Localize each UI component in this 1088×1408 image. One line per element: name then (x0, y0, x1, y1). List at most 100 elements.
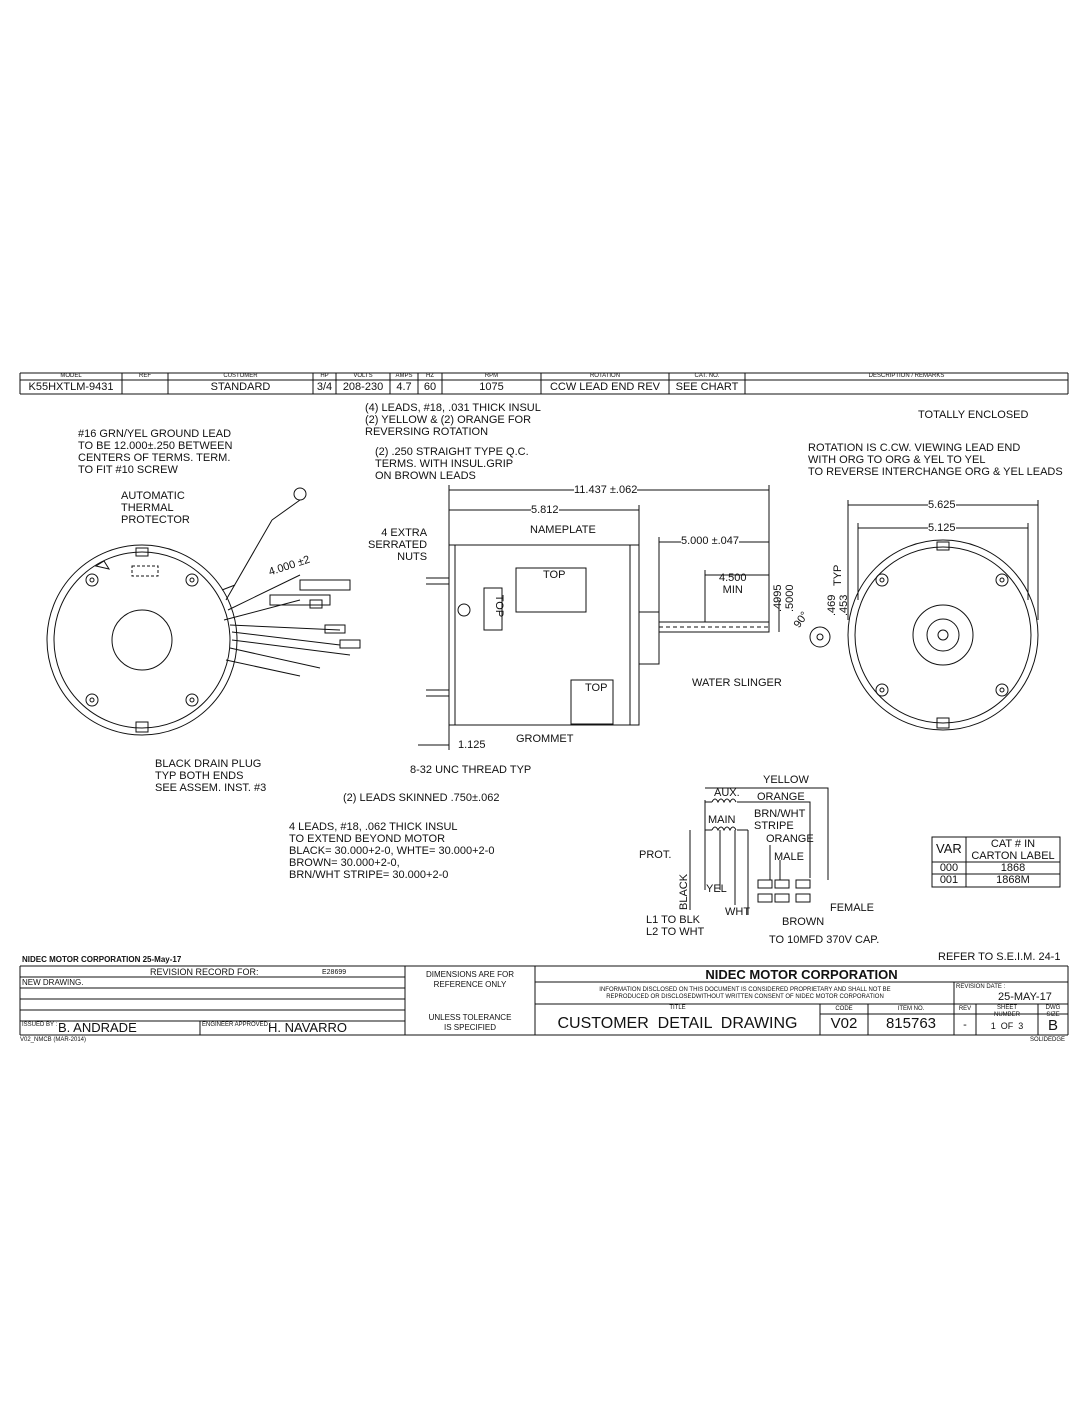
tb-rev-record: REVISION RECORD FOR: (150, 967, 259, 977)
hdr-rotation-value: CCW LEAD END REV (549, 381, 661, 393)
dim-shaft-dia: .4995 .5000 (772, 584, 796, 612)
wire-prot: PROT. (639, 849, 672, 861)
wire-female: FEMALE (830, 902, 875, 914)
hdr-volts-label: VOLTS (353, 373, 373, 379)
tb-tolerance: UNLESS TOLERANCE IS SPECIFIED (428, 1013, 512, 1032)
title-block-lines (19, 965, 1069, 1036)
note-totally-enclosed: TOTALLY ENCLOSED (918, 409, 1029, 421)
tb-dims-ref: DIMENSIONS ARE FOR REFERENCE ONLY (425, 970, 514, 989)
var-row-0-var: 000 (939, 862, 959, 874)
tb-company: NIDEC MOTOR CORPORATION (705, 967, 898, 982)
right-end-view (809, 500, 1039, 731)
hdr-rpm-label: RPM (484, 373, 499, 379)
label-top-2: TOP (493, 594, 506, 618)
wire-yellow: YELLOW (763, 774, 809, 786)
note-grommet: GROMMET (516, 733, 574, 745)
dim-shaft: 5.000 ±.047 (681, 535, 740, 547)
hdr-customer-label: CUSTOMER (223, 373, 258, 379)
dim-body: 5.812 (531, 504, 559, 516)
tb-eng: H. NAVARRO (268, 1020, 347, 1035)
tb-issued-by: B. ANDRADE (58, 1020, 137, 1035)
hdr-hz-value: 60 (423, 381, 437, 393)
hdr-desc-label: DESCRIPTION / REMARKS (868, 373, 945, 379)
tb-sheet: 1 OF 3 (990, 1021, 1024, 1031)
wire-l2: L2 TO WHT (646, 926, 705, 938)
var-table-lines (931, 836, 1061, 888)
tb-rev-label: REV (958, 1006, 972, 1012)
note-thermal: AUTOMATIC THERMAL PROTECTOR (121, 490, 190, 526)
dim-dia-inner: 5.125 (928, 522, 956, 534)
tb-rev-date: 25-MAY-17 (998, 991, 1052, 1003)
tb-title-label: TITLE (669, 1005, 686, 1011)
wire-black: BLACK (678, 873, 690, 910)
var-header: VAR (936, 841, 962, 856)
wire-main: MAIN (708, 814, 736, 826)
hdr-amps-value: 4.7 (396, 381, 412, 393)
tb-rev: - (963, 1019, 967, 1031)
note-skinned: (2) LEADS SKINNED .750±.062 (343, 792, 500, 804)
tb-item-label: ITEM NO. (897, 1006, 925, 1012)
wire-l1: L1 TO BLK (646, 914, 701, 926)
tb-sheet-label: SHEET NUMBER (993, 1005, 1020, 1018)
hdr-rpm-value: 1075 (479, 381, 504, 393)
dim-dia-outer: 5.625 (928, 499, 956, 511)
var-row-1-cat: 1868M (996, 874, 1030, 886)
note-rotation: ROTATION IS C.CW. VIEWING LEAD END WITH … (808, 442, 1063, 478)
wire-wht: WHT (725, 906, 751, 918)
var-row-1-var: 001 (939, 874, 959, 886)
hdr-volts-value: 208-230 (342, 381, 384, 393)
hdr-model-label: MODEL (60, 373, 82, 379)
note-qc-terms: (2) .250 STRAIGHT TYPE Q.C. TERMS. WITH … (375, 446, 529, 482)
tb-issued-note: NIDEC MOTOR CORPORATION 25-May-17 (22, 955, 182, 964)
tb-proprietary: INFORMATION DISCLOSED ON THIS DOCUMENT I… (599, 987, 891, 1000)
note-extend-leads: 4 LEADS, #18, .062 THICK INSUL TO EXTEND… (289, 821, 495, 881)
note-thread: 8-32 UNC THREAD TYP (410, 764, 532, 776)
tb-rev-code: E28699 (322, 969, 347, 976)
var-header-cat: CAT # IN CARTON LABEL (971, 838, 1055, 862)
dim-overall: 11.437 ±.062 (574, 484, 638, 496)
tb-cad: SOLIDEDGE (1030, 1037, 1066, 1043)
hdr-amps-label: AMPS (395, 373, 413, 379)
wire-male: MALE (774, 851, 804, 863)
side-view (418, 485, 780, 750)
dim-typ: TYP (832, 564, 844, 586)
tb-new-drawing: NEW DRAWING. (22, 978, 84, 987)
wire-yel: YEL (706, 883, 727, 895)
note-drain-plug: BLACK DRAIN PLUG TYP BOTH ENDS SEE ASSEM… (155, 758, 267, 794)
dim-boss: 1.125 (458, 739, 486, 751)
wire-cap: TO 10MFD 370V CAP. (769, 934, 880, 946)
tb-issued-label: ISSUED BY : (22, 1022, 58, 1028)
tb-form: V02_NMCB (MAR-2014) (20, 1037, 87, 1043)
wire-brown: BROWN (782, 916, 825, 928)
note-leads-reversing: (4) LEADS, #18, .031 THICK INSUL (2) YEL… (365, 402, 541, 438)
hdr-catno-value: SEE CHART (675, 381, 739, 393)
hdr-customer-value: STANDARD (210, 381, 271, 393)
tb-size-label: DWG SIZE (1045, 1005, 1061, 1018)
wire-orange2: ORANGE (766, 833, 814, 845)
note-seim: REFER TO S.E.I.M. 24-1 (938, 951, 1061, 963)
tb-item: 815763 (885, 1015, 937, 1032)
tb-code-label: CODE (835, 1006, 853, 1012)
hdr-ref-label: REF (139, 373, 151, 379)
note-extra-nuts: 4 EXTRA SERRATED NUTS (368, 527, 428, 563)
wire-aux: AUX. (714, 787, 740, 799)
note-ground-lead: #16 GRN/YEL GROUND LEAD TO BE 12.000±.25… (78, 428, 233, 476)
hdr-hz-label: HZ (426, 373, 434, 379)
label-top-3: TOP (585, 682, 608, 694)
dim-flat: .469 .453 (826, 594, 850, 616)
hdr-catno-label: CAT. NO. (694, 373, 720, 379)
tb-eng-label: ENGINEER APPROVED : (202, 1022, 272, 1028)
wire-orange: ORANGE (757, 791, 805, 803)
note-nameplate: NAMEPLATE (530, 524, 596, 536)
note-water-slinger: WATER SLINGER (692, 677, 782, 689)
dim-shaft-min: 4.500 MIN (719, 572, 747, 596)
left-end-view (46, 487, 361, 736)
hdr-model-value: K55HXTLM-9431 (28, 381, 114, 393)
tb-title: CUSTOMER DETAIL DRAWING (557, 1015, 798, 1032)
hdr-rotation-label: ROTATION (589, 373, 621, 379)
tb-code: V02 (830, 1015, 858, 1032)
header-table (19, 372, 1069, 395)
label-top-1: TOP (543, 569, 566, 581)
hdr-hp-label: HP (320, 373, 329, 379)
